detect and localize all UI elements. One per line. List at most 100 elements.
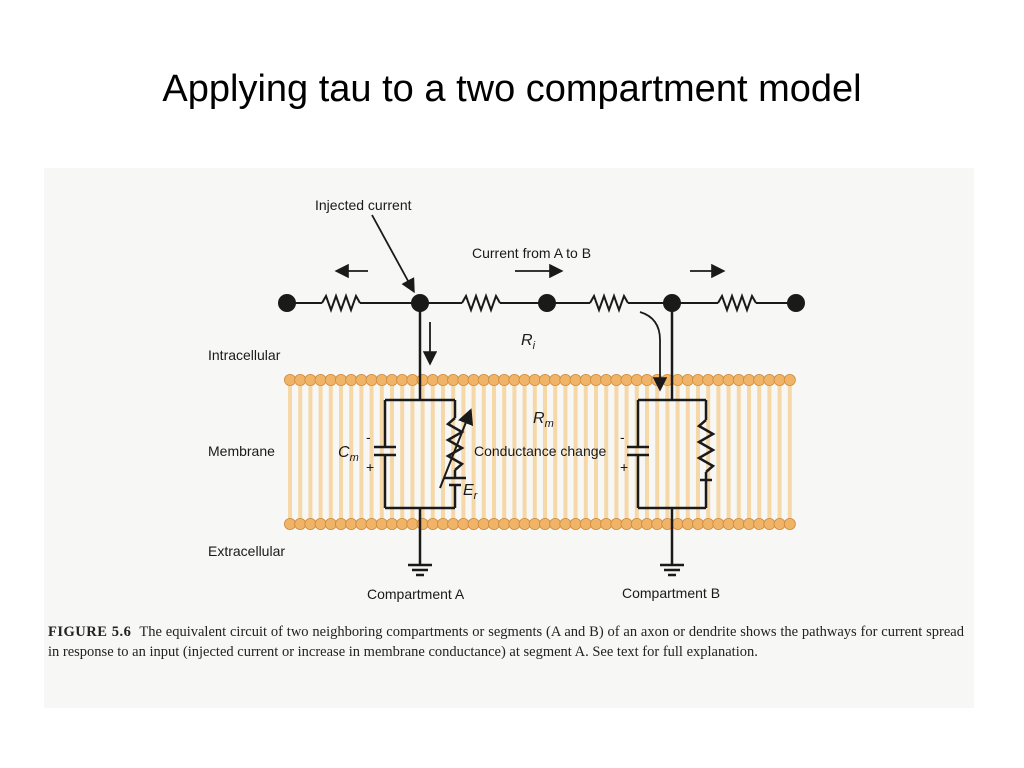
lipid-head <box>304 373 317 386</box>
lipid-head <box>630 518 643 531</box>
injected-current-label: Injected current <box>315 197 412 213</box>
lipid-tail <box>522 386 527 522</box>
lipid-tail <box>594 386 598 522</box>
lipid-head <box>641 373 654 386</box>
lipid-head <box>569 518 582 531</box>
lipid-tail <box>502 386 507 522</box>
lipid-tail <box>318 386 323 522</box>
lipid-head <box>467 373 480 386</box>
lipid-tail <box>665 386 670 522</box>
lipid-tail <box>685 386 690 522</box>
lipid-head <box>294 518 307 531</box>
lipid-tail <box>543 386 547 522</box>
lipid-head <box>692 373 705 386</box>
lipid-head <box>671 373 684 386</box>
lipid-tail <box>328 386 333 522</box>
lipid-head <box>324 518 337 531</box>
lipid-tail <box>563 386 568 522</box>
current-into-b-arrow <box>639 311 668 392</box>
lipid-head <box>396 373 409 386</box>
lipid-head <box>294 373 307 386</box>
lipid-head <box>732 518 745 531</box>
lipid-head <box>712 518 725 531</box>
lipid-head <box>508 373 521 386</box>
conductance-change-label: Conductance change <box>474 443 607 459</box>
lipid-head <box>539 518 552 531</box>
lipid-tail <box>777 386 782 522</box>
compartment-b-circuit <box>627 303 716 577</box>
injected-current-pointer <box>371 214 415 294</box>
compartment-a-label: Compartment A <box>367 586 465 602</box>
lipid-tail <box>512 386 517 522</box>
lipid-tail <box>308 386 313 522</box>
lipid-head <box>498 373 511 386</box>
cm-label: Cm <box>338 444 359 464</box>
lipid-head <box>375 373 388 386</box>
lipid-tail <box>553 386 558 522</box>
lipid-head <box>385 518 398 531</box>
lipid-head <box>651 373 664 386</box>
lipid-head <box>743 518 756 531</box>
current-a-to-b-label: Current from A to B <box>472 245 591 261</box>
node-right-end <box>787 294 805 312</box>
lipid-head <box>610 373 623 386</box>
lipid-head <box>355 518 368 531</box>
lipid-tail <box>696 386 700 522</box>
lipid-tail <box>716 386 721 522</box>
lipid-head <box>641 518 654 531</box>
lipid-head <box>324 373 337 386</box>
lipid-head <box>487 518 500 531</box>
lipid-head <box>426 518 439 531</box>
lipid-tail <box>410 386 415 522</box>
lipid-tail <box>747 386 751 522</box>
node-left-end <box>278 294 296 312</box>
lipid-head <box>549 518 562 531</box>
lipid-head <box>681 518 694 531</box>
lipid-tail <box>400 386 405 522</box>
ri-label: Ri <box>521 332 536 352</box>
lipid-head <box>457 518 470 531</box>
lipid-head <box>620 518 633 531</box>
lipid-tail <box>420 386 425 522</box>
lipid-tail <box>624 386 629 522</box>
lipid-head <box>600 373 613 386</box>
lipid-head <box>447 373 460 386</box>
lipid-head <box>528 373 541 386</box>
lipid-head <box>416 373 429 386</box>
lipid-tail <box>298 386 303 522</box>
lipid-head <box>518 373 531 386</box>
lipid-head <box>283 373 296 386</box>
cm-b-minus: - <box>620 429 625 445</box>
lipid-head <box>549 373 562 386</box>
lipid-head <box>630 373 643 386</box>
membrane-heads-top <box>283 373 796 386</box>
extracellular-label: Extracellular <box>208 543 285 559</box>
compartment-b-label: Compartment B <box>622 585 720 601</box>
lipid-head <box>590 518 603 531</box>
lipid-head <box>375 518 388 531</box>
lipid-head <box>314 518 327 531</box>
lipid-head <box>518 518 531 531</box>
lipid-head <box>457 373 470 386</box>
lipid-tail <box>614 386 619 522</box>
lipid-head <box>722 518 735 531</box>
lipid-head <box>559 373 572 386</box>
lipid-tail <box>573 386 578 522</box>
lipid-tail <box>471 386 476 522</box>
lipid-head <box>651 518 664 531</box>
lipid-tail <box>430 386 435 522</box>
lipid-head <box>732 373 745 386</box>
lipid-head <box>783 518 796 531</box>
lipid-head <box>722 373 735 386</box>
er-label: Er <box>463 482 479 502</box>
lipid-head <box>590 373 603 386</box>
lipid-head <box>345 518 358 531</box>
lipid-head <box>773 518 786 531</box>
lipid-head <box>304 518 317 531</box>
intracellular-label: Intracellular <box>208 347 281 363</box>
lipid-head <box>600 518 613 531</box>
lipid-head <box>610 518 623 531</box>
lipid-head <box>436 373 449 386</box>
lipid-head <box>702 373 715 386</box>
